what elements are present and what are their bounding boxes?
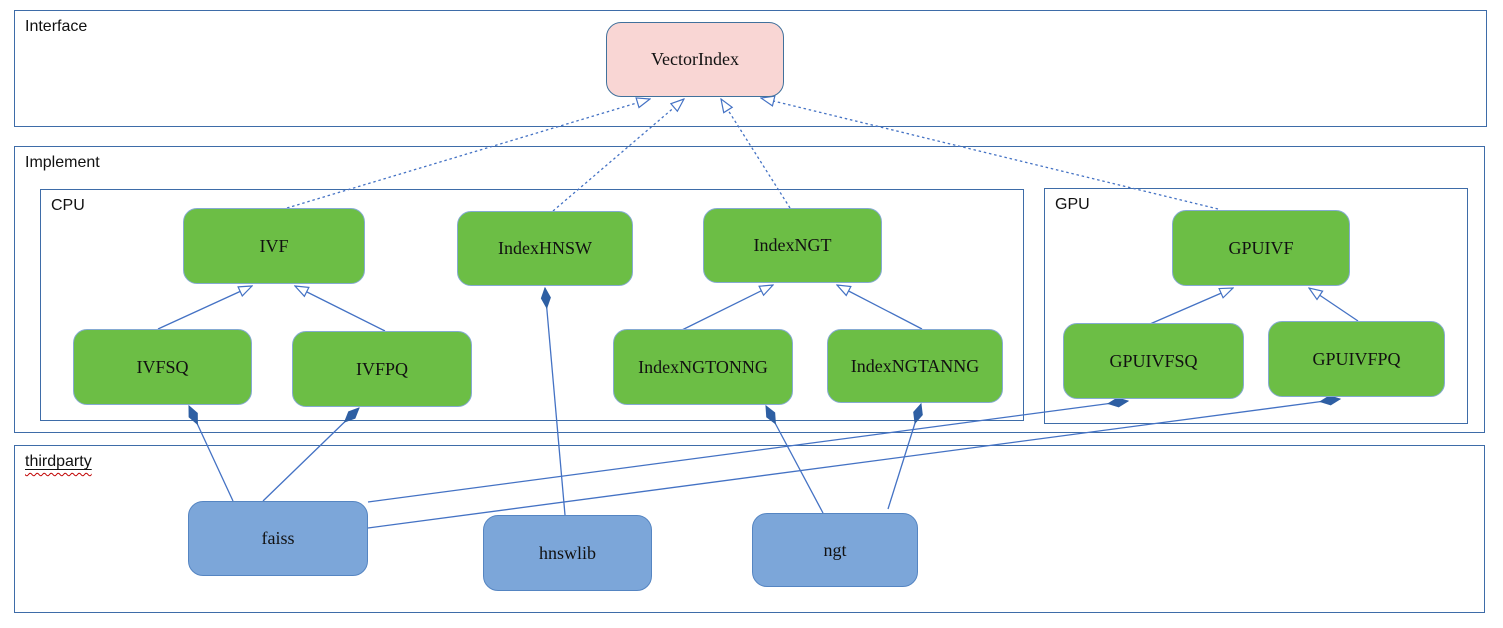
- node-indexngtanng: IndexNGTANNG: [827, 329, 1003, 403]
- node-label: GPUIVFSQ: [1109, 350, 1198, 371]
- node-hnswlib: hnswlib: [483, 515, 652, 591]
- node-label: IVFSQ: [136, 356, 189, 377]
- node-gpuivfsq: GPUIVFSQ: [1063, 323, 1244, 399]
- section-label-implement: Implement: [25, 154, 100, 171]
- node-label: GPUIVFPQ: [1312, 348, 1401, 369]
- node-label: IndexNGTONNG: [638, 356, 768, 377]
- node-label: hnswlib: [538, 542, 596, 563]
- node-indexngtonng: IndexNGTONNG: [613, 329, 793, 405]
- node-label: ngt: [823, 539, 847, 560]
- node-ivfsq: IVFSQ: [73, 329, 252, 405]
- spellcheck-squiggle: thirdparty: [25, 453, 92, 470]
- node-faiss: faiss: [188, 501, 368, 576]
- node-label: IndexNGT: [753, 235, 832, 255]
- section-label-cpu: CPU: [51, 197, 85, 214]
- node-indexngt: IndexNGT: [703, 208, 882, 283]
- node-label: IVFPQ: [355, 358, 408, 379]
- node-label: faiss: [261, 528, 295, 548]
- node-indexhnsw: IndexHNSW: [457, 211, 633, 286]
- node-label: IVF: [259, 235, 289, 256]
- node-gpuivfpq: GPUIVFPQ: [1268, 321, 1445, 397]
- node-label: IndexNGTANNG: [850, 355, 980, 376]
- node-label: IndexHNSW: [498, 238, 592, 258]
- section-label-gpu: GPU: [1055, 196, 1090, 213]
- node-ivfpq: IVFPQ: [292, 331, 472, 407]
- node-gpuivf: GPUIVF: [1172, 210, 1350, 286]
- node-label: VectorIndex: [651, 49, 739, 69]
- section-label-interface: Interface: [25, 18, 88, 35]
- node-ivf: IVF: [183, 208, 365, 284]
- node-vectorindex: VectorIndex: [606, 22, 784, 97]
- node-label: GPUIVF: [1228, 237, 1294, 258]
- node-ngt: ngt: [752, 513, 918, 587]
- section-label-thirdparty: thirdparty: [25, 453, 92, 471]
